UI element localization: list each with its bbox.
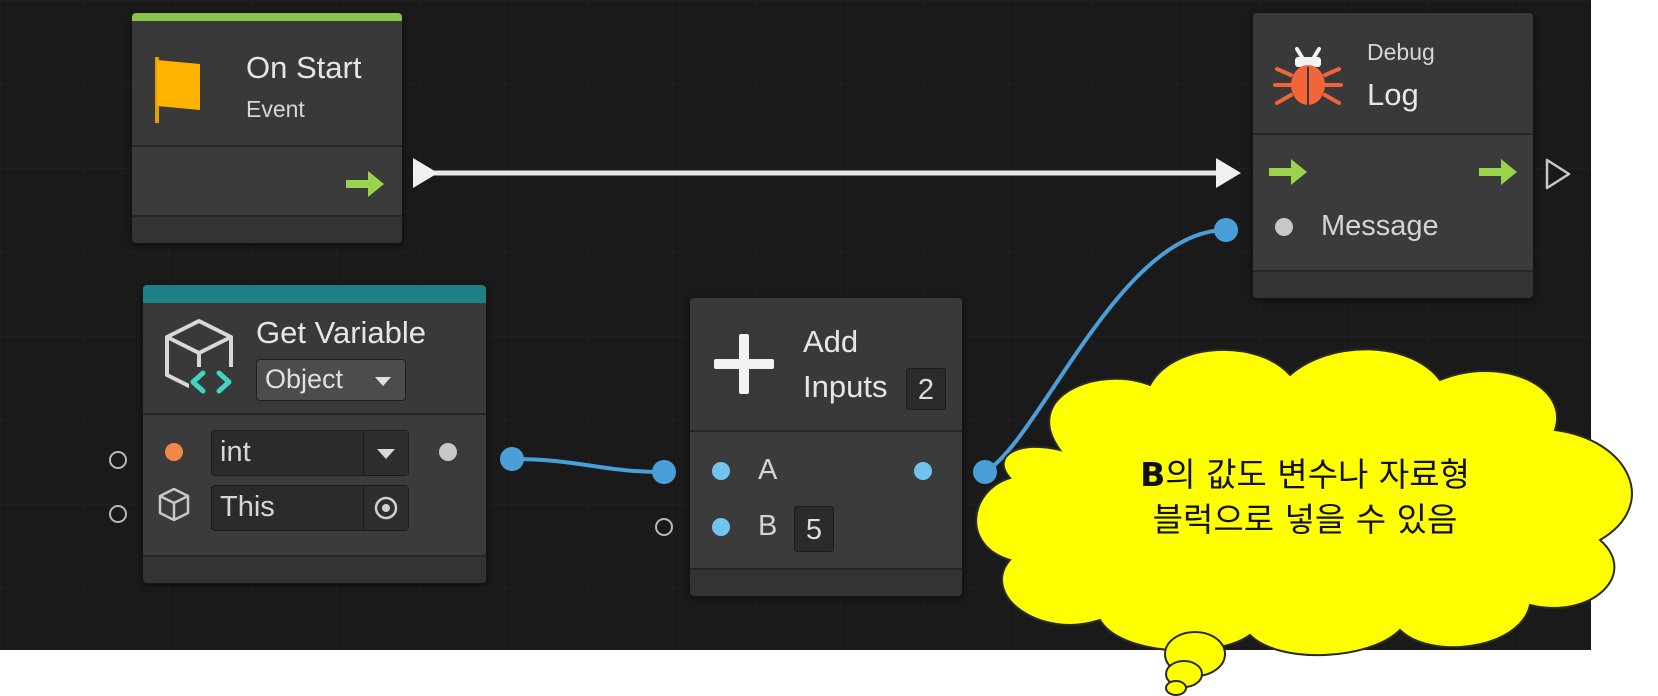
cube-icon bbox=[158, 487, 190, 522]
callout-line-1: B의 값도 변수나 자료형 bbox=[1070, 452, 1540, 497]
input-b-value-field[interactable]: 5 bbox=[794, 506, 834, 552]
node-header: Add Inputs 2 bbox=[690, 298, 962, 432]
cube-code-icon bbox=[165, 319, 233, 397]
debug-log-node[interactable]: Debug Log Message bbox=[1253, 13, 1533, 298]
node-body: Message bbox=[1253, 135, 1533, 270]
input-a-label: A bbox=[758, 454, 778, 486]
bug-icon bbox=[1273, 47, 1343, 105]
plus-icon bbox=[714, 334, 774, 394]
variable-accent-bar bbox=[143, 285, 486, 303]
node-footer bbox=[143, 555, 486, 583]
callout-line-1-rest: 의 값도 변수나 자료형 bbox=[1165, 455, 1470, 494]
node-category: Debug bbox=[1367, 39, 1435, 65]
node-header: On Start Event bbox=[132, 21, 402, 147]
flow-arrow-icon[interactable] bbox=[1269, 157, 1309, 187]
target-icon bbox=[374, 496, 398, 520]
node-header: Get Variable Object bbox=[143, 303, 486, 415]
value-output-port[interactable] bbox=[439, 443, 457, 461]
type-input-port[interactable] bbox=[165, 443, 183, 461]
node-footer bbox=[132, 215, 402, 243]
input-b-label: B bbox=[758, 510, 778, 542]
target-picker-button[interactable] bbox=[363, 486, 408, 530]
type-connection-port[interactable] bbox=[109, 451, 127, 469]
type-value: int bbox=[220, 436, 251, 468]
callout-highlight: B bbox=[1140, 455, 1166, 494]
target-connection-port[interactable] bbox=[109, 505, 127, 523]
target-value: This bbox=[220, 491, 275, 523]
flow-arrow-icon[interactable] bbox=[1479, 157, 1519, 187]
flow-output-arrow-icon[interactable] bbox=[1544, 157, 1572, 191]
node-body bbox=[132, 147, 402, 223]
flag-icon bbox=[155, 57, 200, 123]
node-footer bbox=[1253, 270, 1533, 298]
callout-line-2: 블럭으로 넣을 수 있음 bbox=[1152, 500, 1458, 539]
variable-kind-dropdown[interactable]: Object bbox=[256, 359, 406, 401]
add-node[interactable]: Add Inputs 2 A B 5 bbox=[690, 298, 962, 596]
variable-kind-label: Object bbox=[265, 364, 344, 394]
callout-text: B의 값도 변수나 자료형 블럭으로 넣을 수 있음 bbox=[1070, 452, 1540, 542]
type-dropdown-button[interactable] bbox=[363, 431, 408, 475]
flow-arrow-icon[interactable] bbox=[346, 169, 386, 199]
type-field[interactable]: int bbox=[211, 430, 409, 476]
node-body: int This bbox=[143, 415, 486, 555]
node-subtitle: Event bbox=[246, 96, 305, 122]
node-title: Add bbox=[803, 324, 859, 359]
input-a-port[interactable] bbox=[712, 462, 730, 480]
node-header: Debug Log bbox=[1253, 13, 1533, 135]
on-start-node[interactable]: On Start Event bbox=[132, 13, 402, 243]
dropdown-arrow-icon bbox=[375, 377, 391, 386]
inputs-label: Inputs bbox=[803, 369, 888, 404]
node-body: A B 5 bbox=[690, 432, 962, 568]
inputs-count-field[interactable]: 2 bbox=[906, 368, 946, 410]
node-title: On Start bbox=[246, 50, 362, 85]
input-b-port[interactable] bbox=[712, 518, 730, 536]
input-b-connection-port[interactable] bbox=[655, 518, 673, 536]
target-field[interactable]: This bbox=[211, 485, 409, 531]
get-variable-node[interactable]: Get Variable Object int This bbox=[143, 285, 486, 583]
event-accent-bar bbox=[132, 13, 402, 21]
node-title: Get Variable bbox=[256, 315, 427, 350]
node-footer bbox=[690, 568, 962, 596]
message-label: Message bbox=[1321, 210, 1439, 242]
sum-output-port[interactable] bbox=[914, 462, 932, 480]
node-title: Log bbox=[1367, 77, 1419, 112]
message-port-dot bbox=[1275, 218, 1293, 236]
dropdown-arrow-icon bbox=[377, 449, 395, 459]
